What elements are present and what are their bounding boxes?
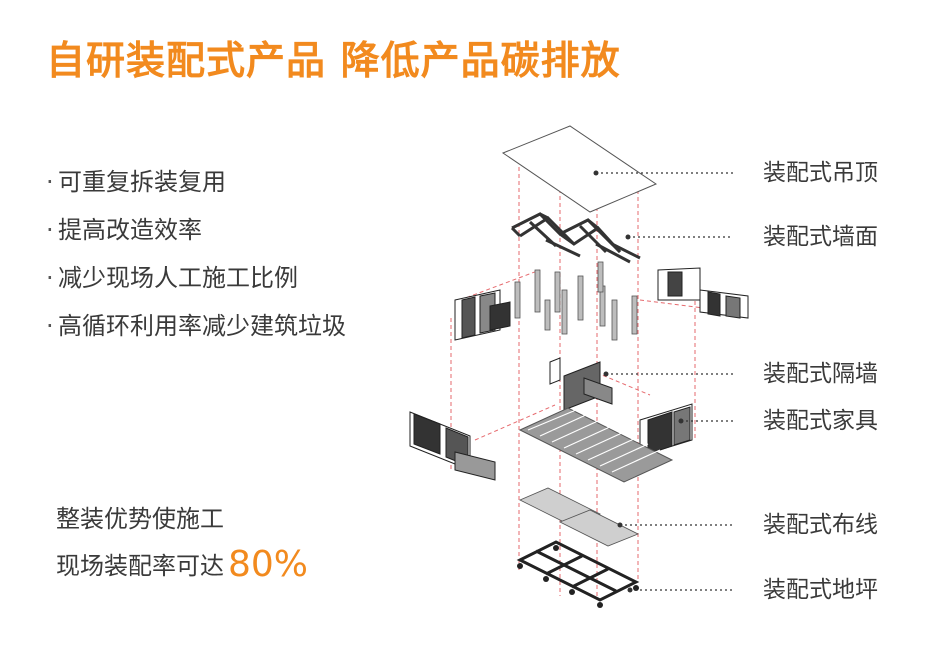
label-floor: 装配式地坪 bbox=[763, 577, 878, 603]
bullet-marker: · bbox=[46, 264, 54, 292]
furniture-right bbox=[639, 403, 693, 457]
bullet-marker: · bbox=[46, 168, 54, 196]
summary-line-1: 整装优势使施工 bbox=[56, 505, 224, 533]
leader-dots bbox=[593, 170, 684, 593]
wiring-layer bbox=[519, 487, 639, 547]
benefit-list: ·可重复拆装复用 ·提高改造效率 ·减少现场人工施工比例 ·高循环利用率减少建筑… bbox=[46, 162, 346, 354]
label-partition: 装配式隔墙 bbox=[763, 361, 878, 387]
list-item: ·高循环利用率减少建筑垃圾 bbox=[46, 306, 346, 354]
floor-plate bbox=[518, 407, 674, 483]
summary-line-2-text: 现场装配率可达 bbox=[56, 552, 224, 580]
bullet-marker: · bbox=[46, 216, 54, 244]
bullet-text: 提高改造效率 bbox=[58, 216, 202, 244]
page-title: 自研装配式产品 降低产品碳排放 bbox=[46, 39, 621, 84]
list-item: ·可重复拆装复用 bbox=[46, 162, 346, 210]
bullet-marker: · bbox=[46, 312, 54, 340]
ceiling-panel bbox=[501, 125, 658, 213]
leader-lines bbox=[596, 172, 733, 591]
label-furniture: 装配式家具 bbox=[763, 408, 878, 434]
bullet-text: 减少现场人工施工比例 bbox=[58, 264, 298, 292]
bullet-text: 可重复拆装复用 bbox=[58, 168, 226, 196]
column-rods bbox=[514, 261, 638, 341]
wall-panels-left bbox=[454, 289, 511, 341]
assembly-rate-value: 80% bbox=[228, 544, 309, 585]
floor-feet bbox=[517, 545, 639, 608]
floor-grid bbox=[516, 540, 640, 602]
partition-walls bbox=[549, 357, 613, 411]
list-item: ·提高改造效率 bbox=[46, 210, 346, 258]
label-wiring: 装配式布线 bbox=[763, 512, 878, 538]
wall-panels-right bbox=[657, 267, 749, 319]
furniture-left bbox=[409, 411, 496, 481]
list-item: ·减少现场人工施工比例 bbox=[46, 258, 346, 306]
label-ceiling: 装配式吊顶 bbox=[763, 160, 878, 186]
bullet-text: 高循环利用率减少建筑垃圾 bbox=[58, 312, 346, 340]
wall-frame bbox=[510, 212, 641, 264]
label-wall: 装配式墙面 bbox=[763, 224, 878, 250]
